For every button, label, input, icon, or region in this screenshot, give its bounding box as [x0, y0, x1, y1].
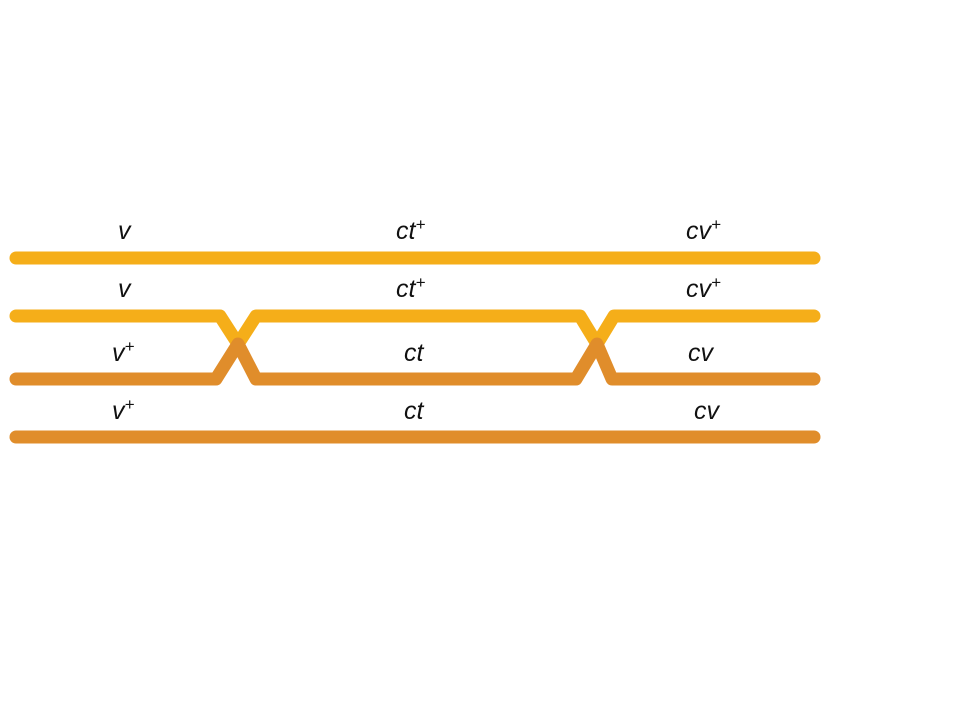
label-row2-v: v: [118, 275, 132, 303]
label-row4-ct: ct: [404, 397, 425, 425]
label-row2-ct: ct+: [396, 273, 425, 303]
label-row1-v: v: [118, 217, 132, 245]
chromatid-3: [9, 337, 821, 386]
chromatid-2: [9, 309, 821, 351]
label-row3-cv: cv: [688, 339, 715, 367]
label-row1-ct: ct+: [396, 215, 425, 245]
label-row1-cv: cv+: [686, 215, 721, 245]
label-row3-ct: ct: [404, 339, 425, 367]
label-row2-cv: cv+: [686, 273, 721, 303]
label-row4-v: v+: [112, 395, 135, 425]
label-row3-v: v+: [112, 337, 135, 367]
label-row4-cv: cv: [694, 397, 721, 425]
